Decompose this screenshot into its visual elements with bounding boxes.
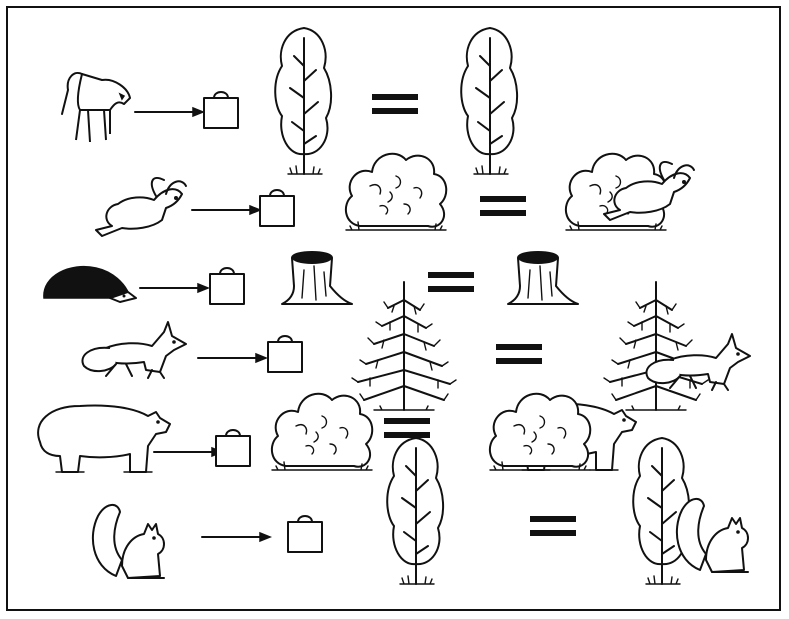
squirrel-hidden-figure <box>675 497 749 573</box>
bag-icon <box>209 267 245 305</box>
hedgehog-figure <box>42 265 137 303</box>
squirrel-figure <box>91 503 165 579</box>
bag-icon <box>203 91 239 129</box>
fir-tree-result <box>603 281 709 411</box>
arrow-right-icon <box>139 283 209 293</box>
equals-sign <box>384 418 430 438</box>
equals-sign <box>480 196 526 216</box>
fox-figure <box>81 321 187 379</box>
birch-tree-result <box>460 27 519 175</box>
equals-sign <box>428 272 474 292</box>
bag-icon <box>287 515 323 553</box>
arrow-right-icon <box>153 447 223 457</box>
bag-icon <box>267 335 303 373</box>
arrow-right-icon <box>134 107 204 117</box>
equals-sign <box>372 94 418 114</box>
bush <box>270 392 374 471</box>
bush <box>344 152 448 231</box>
tree-stump <box>281 251 353 305</box>
birch-tree <box>274 27 333 175</box>
puzzle-frame <box>6 6 781 611</box>
hare-figure <box>95 176 187 237</box>
bear-figure <box>37 404 171 473</box>
fox-hidden-figure <box>645 333 751 391</box>
arrow-right-icon <box>197 353 267 363</box>
fir-tree <box>351 281 457 411</box>
equals-sign <box>530 516 576 536</box>
arrow-right-icon <box>191 205 261 215</box>
equals-sign <box>496 344 542 364</box>
arrow-right-icon <box>201 532 271 542</box>
wolf-figure <box>61 71 131 143</box>
tree-stump-result <box>507 251 579 305</box>
bush-result <box>488 392 592 471</box>
bag-icon <box>215 429 251 467</box>
birch-tree <box>386 437 445 585</box>
bag-icon <box>259 189 295 227</box>
